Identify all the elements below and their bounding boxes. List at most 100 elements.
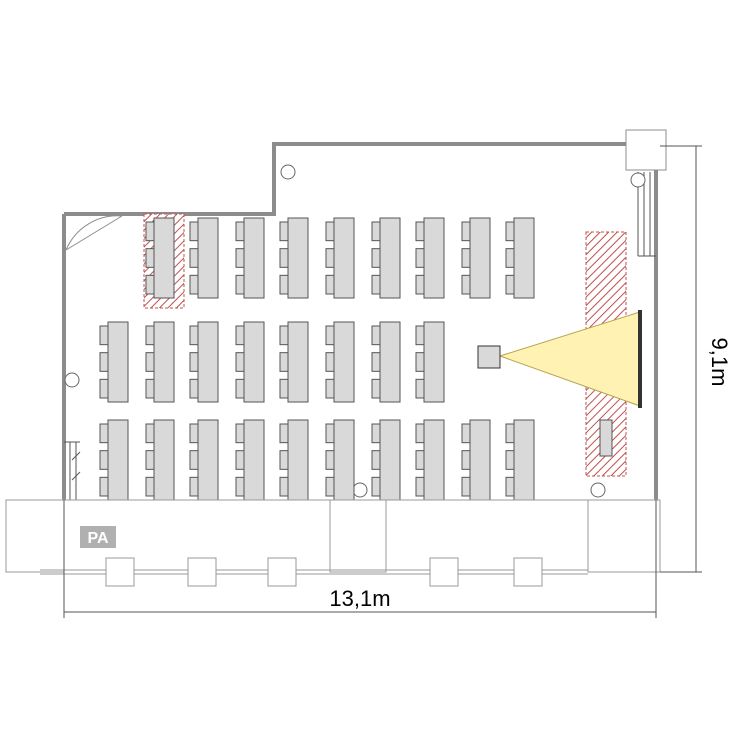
chair [371,476,381,497]
window-band [5,499,661,575]
desk-with-chairs [325,321,355,403]
door [65,215,123,251]
desk [153,217,175,299]
chair [145,423,155,444]
desk [197,419,219,501]
desk [333,419,355,501]
chair [279,274,289,295]
desk-with-chairs [235,419,265,501]
chair [279,221,289,242]
desk [333,321,355,403]
desk-with-chairs [371,217,401,299]
chair [189,248,199,268]
chair [279,423,289,444]
desk-with-chairs [189,217,219,299]
wall-top-step [122,142,632,216]
tables-group [99,217,535,501]
chair [279,476,289,497]
chair [279,378,289,399]
desk [287,321,309,403]
chair [279,248,289,268]
chair [235,325,245,346]
pa-badge [80,526,116,548]
chair [505,248,515,268]
chair [461,423,471,444]
chair [415,325,425,346]
chair [325,274,335,295]
chair [415,450,425,470]
column [267,557,297,587]
column-top-right [625,129,667,171]
chair [371,378,381,399]
chair [189,423,199,444]
desk-with-chairs [325,217,355,299]
outlet-icon [630,172,646,188]
chair [99,352,109,372]
chair [235,450,245,470]
chair [189,352,199,372]
chair [371,450,381,470]
chair [325,450,335,470]
desk-with-chairs [505,419,535,501]
outlet-icon [352,482,368,498]
chair [145,450,155,470]
chair [505,450,515,470]
desk [243,321,265,403]
chair [325,325,335,346]
chair [145,325,155,346]
chair [235,274,245,295]
desk [287,419,309,501]
chair [415,352,425,372]
chair [415,274,425,295]
desk [469,419,491,501]
chair [189,325,199,346]
chair [99,378,109,399]
pa-label: PA [87,530,108,547]
chair [325,423,335,444]
desk [379,321,401,403]
chair [415,248,425,268]
podium [599,419,613,457]
desk [333,217,355,299]
outlet-icon [590,482,606,498]
column [187,557,217,587]
desk-with-chairs [145,419,175,501]
chair [99,450,109,470]
desk-with-chairs [189,321,219,403]
desk [153,321,175,403]
chair [371,274,381,295]
desk [243,419,265,501]
width-dimension [63,500,657,618]
desk-with-chairs [371,419,401,501]
height-dimension [660,145,702,573]
chair [145,378,155,399]
desk [423,321,445,403]
chair [279,450,289,470]
desk-with-chairs [145,217,175,299]
column [513,557,543,587]
chair [325,476,335,497]
chair [189,378,199,399]
chair [99,423,109,444]
chair [461,221,471,242]
desk-with-chairs [279,321,309,403]
outlet-symbols [64,164,646,498]
desk [513,419,535,501]
desk-with-chairs [99,321,129,403]
chair [415,221,425,242]
projection-cone [498,311,641,407]
outlet-icon [280,164,296,180]
chair [235,352,245,372]
chair [371,248,381,268]
room-walls [62,142,658,500]
desk-with-chairs [461,419,491,501]
desk [513,217,535,299]
chair [145,476,155,497]
desk [153,419,175,501]
desk-with-chairs [279,217,309,299]
window-columns [105,557,543,587]
desk [379,419,401,501]
desk-with-chairs [99,419,129,501]
chair [99,476,109,497]
desk [197,321,219,403]
